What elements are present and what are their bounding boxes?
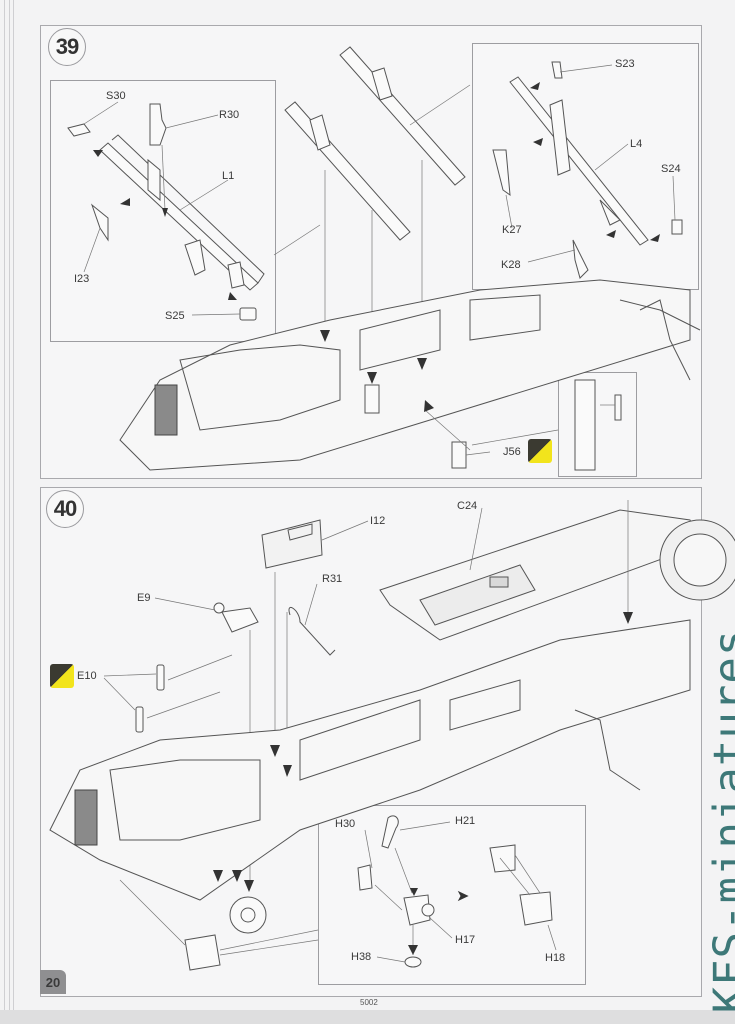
part-e9 bbox=[213, 602, 259, 633]
part-c24-deck bbox=[379, 509, 701, 641]
part-k28 bbox=[572, 239, 589, 279]
part-j56 bbox=[451, 441, 467, 469]
part-label: K27 bbox=[502, 224, 522, 236]
part-label: H30 bbox=[335, 818, 356, 830]
part-label: J56 bbox=[503, 446, 521, 458]
right-arrow-icon: ➤ bbox=[456, 888, 470, 905]
part-label: S30 bbox=[106, 90, 126, 102]
part-e10-a bbox=[156, 664, 165, 691]
part-h18 bbox=[489, 844, 553, 926]
part-frame-rail-center bbox=[284, 46, 466, 241]
paint-color-icon bbox=[50, 664, 74, 688]
chassis-step-39 bbox=[119, 279, 701, 471]
part-r31 bbox=[288, 606, 336, 656]
part-label: E9 bbox=[137, 592, 151, 604]
page-edge bbox=[13, 0, 14, 1024]
part-label: R31 bbox=[322, 573, 343, 585]
part-h38 bbox=[404, 956, 422, 968]
part-i12 bbox=[261, 519, 323, 569]
part-e10-b bbox=[135, 706, 144, 733]
part-label: I23 bbox=[74, 273, 90, 285]
step-39-number: 39 bbox=[48, 28, 86, 66]
part-label: K28 bbox=[501, 259, 521, 271]
part-label: L4 bbox=[630, 138, 643, 150]
part-label: I12 bbox=[370, 515, 386, 527]
paint-color-icon bbox=[528, 439, 552, 463]
part-label: H21 bbox=[455, 815, 476, 827]
part-s24 bbox=[671, 219, 683, 235]
part-l1-frame-rail bbox=[99, 134, 265, 291]
page-bottom-edge bbox=[0, 1010, 735, 1024]
part-h17 bbox=[403, 894, 435, 926]
part-label: C24 bbox=[457, 500, 478, 512]
part-label: H17 bbox=[455, 934, 476, 946]
step-40-number: 40 bbox=[46, 490, 84, 528]
part-label: S24 bbox=[661, 163, 681, 175]
part-l4-frame-rail bbox=[509, 76, 649, 246]
page-edge bbox=[9, 0, 10, 1024]
part-k27 bbox=[492, 149, 511, 197]
watermark: KFS-miniatures bbox=[704, 628, 735, 1014]
part-label: R30 bbox=[219, 109, 240, 121]
page-number: 20 bbox=[40, 970, 66, 994]
part-h21 bbox=[381, 815, 399, 849]
part-h18-assembly bbox=[184, 934, 221, 971]
part-label: H18 bbox=[545, 952, 566, 964]
part-s25 bbox=[239, 307, 257, 321]
part-label: E10 bbox=[77, 670, 97, 682]
part-i23 bbox=[90, 203, 109, 242]
chassis-step-40 bbox=[49, 519, 735, 971]
part-r30 bbox=[149, 103, 167, 146]
part-label: S23 bbox=[615, 58, 635, 70]
part-h30 bbox=[357, 864, 373, 891]
kit-code: 5002 bbox=[360, 998, 378, 1007]
part-label: S25 bbox=[165, 310, 185, 322]
part-label: L1 bbox=[222, 170, 235, 182]
part-s23 bbox=[551, 61, 563, 79]
page-edge bbox=[4, 0, 5, 1024]
part-s30 bbox=[67, 123, 91, 137]
part-label: H38 bbox=[351, 951, 372, 963]
step-39-detail-inset bbox=[558, 372, 637, 477]
